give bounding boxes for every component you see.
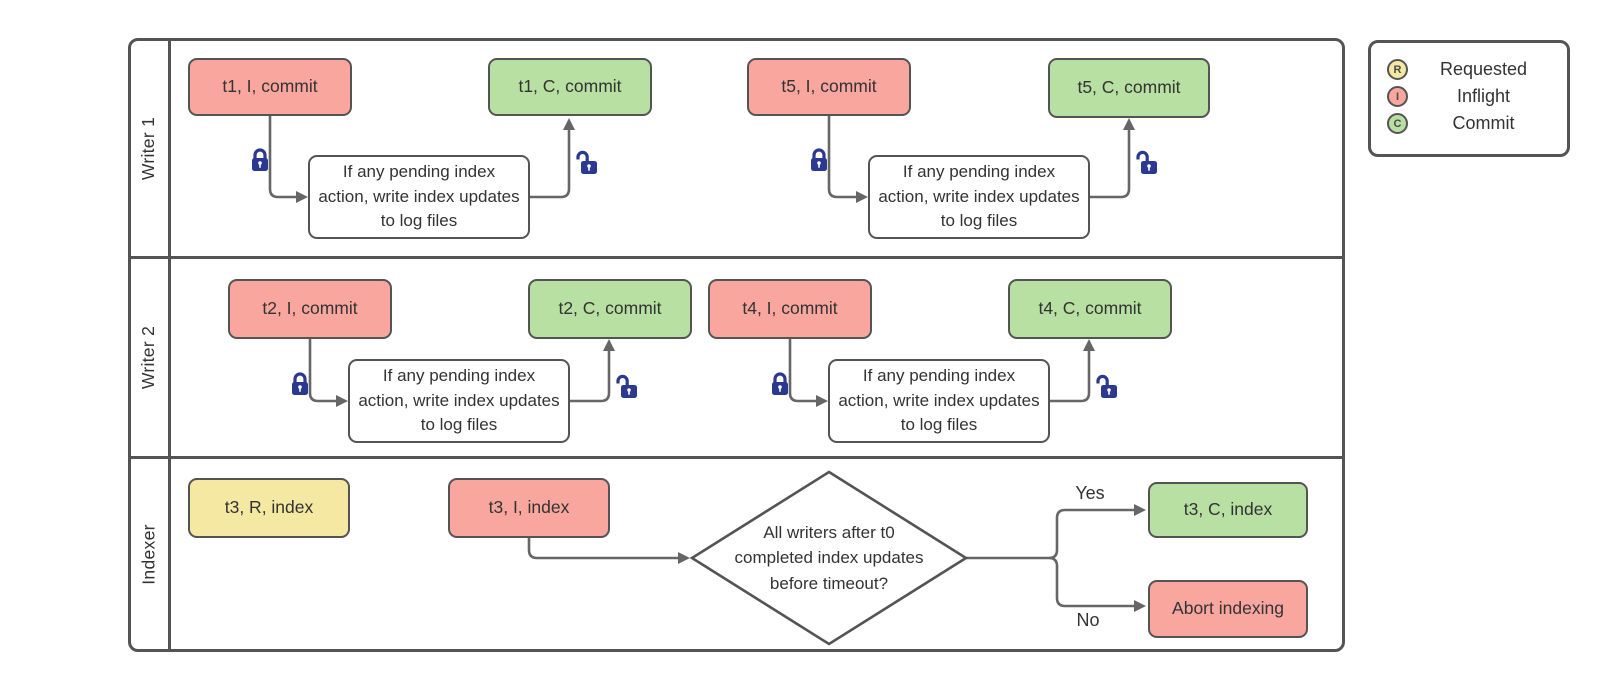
node-t2-inflight: t2, I, commit: [228, 279, 392, 339]
node-t5-inflight: t5, I, commit: [747, 58, 911, 116]
node-t5-commit: t5, C, commit: [1048, 58, 1210, 118]
node-t3-inflight: t3, I, index: [448, 478, 610, 538]
node-t1-inflight: t1, I, commit: [188, 58, 352, 116]
legend-row-commit: C Commit: [1371, 110, 1567, 137]
closed-lock-icon: [769, 371, 791, 397]
open-lock-icon: [614, 374, 640, 400]
node-t1-commit: t1, C, commit: [488, 58, 652, 116]
legend-row-inflight: I Inflight: [1371, 83, 1567, 110]
node-t4-inflight: t4, I, commit: [708, 279, 872, 339]
lane-label-writer1: Writer 1: [128, 41, 170, 256]
node-t3-commit: t3, C, index: [1148, 482, 1308, 538]
node-t5-process: If any pending index action, write index…: [868, 155, 1090, 239]
closed-lock-icon: [249, 147, 271, 173]
legend-row-requested: R Requested: [1371, 56, 1567, 83]
node-t4-process: If any pending index action, write index…: [828, 359, 1050, 443]
yes-branch-label: Yes: [1075, 483, 1105, 503]
decision-line-2: completed index updates: [734, 548, 924, 568]
node-t4-commit: t4, C, commit: [1008, 279, 1172, 339]
lane-label-writer2: Writer 2: [128, 259, 170, 456]
lane-divider-1: [128, 256, 1345, 259]
open-lock-icon: [1094, 374, 1120, 400]
lane-label-column-divider: [168, 38, 171, 652]
closed-lock-icon: [289, 371, 311, 397]
decision-line-1: All writers after t0: [763, 522, 895, 542]
open-lock-icon: [574, 150, 600, 176]
closed-lock-icon: [808, 147, 830, 173]
no-branch-label: No: [1076, 610, 1100, 630]
lane-divider-2: [128, 456, 1345, 459]
node-abort-indexing: Abort indexing: [1148, 580, 1308, 638]
decision-diamond-text: All writers after t0 completed index upd…: [692, 518, 966, 598]
decision-line-3: before timeout?: [769, 573, 889, 593]
node-t2-process: If any pending index action, write index…: [348, 359, 570, 443]
requested-state-icon: R: [1387, 59, 1408, 80]
lane-label-indexer-text: Indexer: [138, 523, 159, 585]
legend: R Requested I Inflight C Commit: [1368, 40, 1570, 157]
open-lock-icon: [1134, 150, 1160, 176]
node-t1-process: If any pending index action, write index…: [308, 155, 530, 239]
lane-label-indexer: Indexer: [128, 459, 170, 649]
node-t3-requested: t3, R, index: [188, 478, 350, 538]
legend-label-commit: Commit: [1452, 113, 1515, 133]
legend-label-requested: Requested: [1439, 59, 1528, 79]
node-t2-commit: t2, C, commit: [528, 279, 692, 339]
commit-state-icon: C: [1387, 113, 1408, 134]
lane-label-writer1-text: Writer 1: [138, 116, 159, 181]
lane-label-writer2-text: Writer 2: [138, 325, 159, 390]
legend-label-inflight: Inflight: [1456, 86, 1511, 106]
inflight-state-icon: I: [1387, 86, 1408, 107]
